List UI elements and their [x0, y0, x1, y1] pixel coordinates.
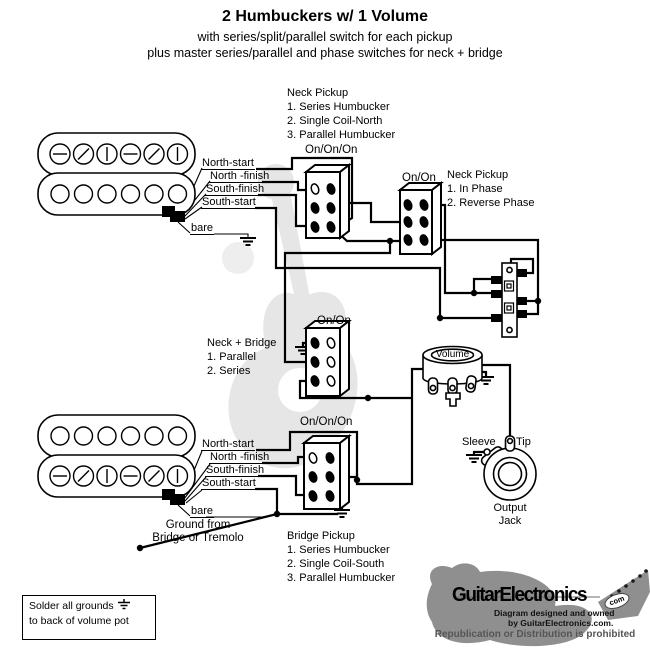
- bridge-pickup-plain-coil: [50, 426, 188, 446]
- jack-tip-label: Tip: [516, 436, 531, 448]
- volume-pot-bracket: [445, 392, 461, 407]
- neck-pickup-plain-coil: [50, 184, 188, 204]
- phase-switch-heading: Neck Pickup: [447, 169, 509, 181]
- diagram-title: 2 Humbuckers w/ 1 Volume: [222, 8, 428, 25]
- neck-pickup-screw-coil: [49, 143, 189, 165]
- ground-note-line1: Solder all grounds: [29, 600, 114, 612]
- phase-switch-type-label: On/On: [402, 172, 436, 184]
- jack-sleeve-label: Sleeve: [462, 436, 496, 448]
- ground-note-line2: to back of volume pot: [29, 615, 129, 627]
- diagram-subtitle-2: plus master series/parallel and phase sw…: [147, 46, 503, 60]
- neck-switch-option-3: 3. Parallel Humbucker: [287, 129, 396, 141]
- logo-prohibited-text: Republication or Distribution is prohibi…: [434, 629, 636, 640]
- neck-switch-type-label: On/On/On: [305, 144, 358, 156]
- neck-wire-south-finish: South-finish: [205, 183, 266, 196]
- volume-pot: [422, 345, 483, 407]
- jack-caption-line1: Output: [493, 502, 527, 514]
- tremolo-ground-line1: Ground from: [165, 519, 231, 531]
- phase-switch: [397, 180, 444, 257]
- bridge-wire-south-start: South-start: [201, 477, 257, 490]
- master-switch-option-1: 1. Parallel: [207, 351, 256, 363]
- ground-icon: [466, 454, 482, 463]
- ground-note-box: Solder all grounds to back of volume pot: [22, 595, 156, 640]
- output-jack-tip-lug: [504, 435, 516, 452]
- logo-brand: GuitarElectronics: [452, 584, 588, 606]
- master-series-parallel-switch: [303, 318, 352, 399]
- neck-switch-heading: Neck Pickup: [287, 87, 349, 99]
- phase-switch-option-2: 2. Reverse Phase: [447, 197, 535, 209]
- bridge-wire-bare: bare: [190, 505, 215, 518]
- ground-icon: [117, 599, 130, 610]
- master-switch-heading: Neck + Bridge: [207, 337, 277, 349]
- bridge-wire-south-finish: South-finish: [205, 464, 266, 477]
- bridge-switch-option-2: 2. Single Coil-South: [287, 558, 385, 570]
- jack-caption-line2: Jack: [498, 515, 522, 527]
- slide-switch: [491, 262, 527, 338]
- diagram-subtitle-1: with series/split/parallel switch for ea…: [197, 30, 453, 44]
- volume-pot-lugs: [427, 375, 477, 395]
- bridge-wire-north-finish: North -finish: [209, 451, 271, 464]
- logo-credit-line2: by GuitarElectronics.com.: [508, 618, 614, 628]
- bridge-pickup-cable-block: [162, 489, 185, 505]
- bridge-coil-switch: [301, 433, 352, 512]
- master-switch-option-2: 2. Series: [207, 365, 251, 377]
- neck-wire-bare: bare: [190, 222, 215, 235]
- neck-wire-south-start: South-start: [201, 196, 257, 209]
- bridge-switch-option-1: 1. Series Humbucker: [287, 544, 390, 556]
- neck-switch-option-1: 1. Series Humbucker: [287, 101, 390, 113]
- ground-icon: [240, 237, 256, 246]
- master-switch-type-label: On/On: [317, 315, 351, 327]
- neck-pickup-cable-block: [162, 206, 185, 222]
- phase-switch-option-1: 1. In Phase: [447, 183, 503, 195]
- neck-wire-north-finish: North -finish: [209, 170, 271, 183]
- bridge-switch-heading: Bridge Pickup: [287, 530, 355, 542]
- bridge-switch-option-3: 3. Parallel Humbucker: [287, 572, 396, 584]
- neck-pickup: [37, 132, 196, 222]
- neck-coil-switch: [303, 162, 352, 241]
- slide-switch-lugs: [491, 269, 527, 322]
- tremolo-ground-line2: Bridge or Tremolo: [152, 532, 244, 544]
- bridge-wire-north-start: North-start: [201, 438, 255, 451]
- bridge-switch-type-label: On/On/On: [300, 416, 353, 428]
- volume-pot-label: Volume: [435, 349, 470, 360]
- logo-credit-line1: Diagram designed and owned: [494, 608, 615, 618]
- output-jack: [480, 435, 537, 501]
- neck-switch-option-2: 2. Single Coil-North: [287, 115, 383, 127]
- bridge-pickup-screw-coil: [49, 465, 189, 487]
- bridge-pickup: [37, 414, 196, 505]
- neck-wire-north-start: North-start: [201, 157, 255, 170]
